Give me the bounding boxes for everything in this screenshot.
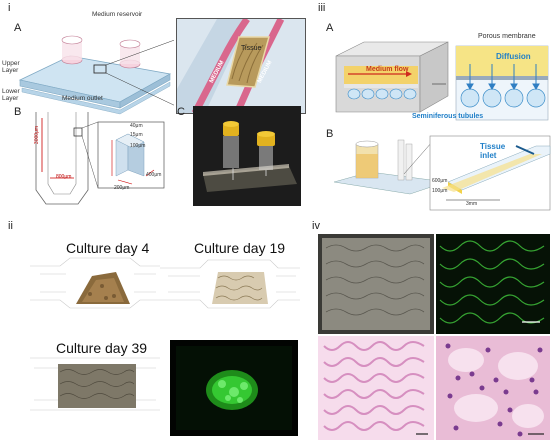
label-porous-membrane: Porous membrane xyxy=(478,33,536,40)
chip-schematic xyxy=(14,18,174,118)
section-label-iv: iv xyxy=(312,220,320,232)
diffusion-schematic xyxy=(334,38,550,122)
section-label-iii: iii xyxy=(318,2,326,14)
device-photo xyxy=(193,106,301,206)
he-low-magnification-image xyxy=(318,336,434,440)
brightfield-image xyxy=(318,234,434,334)
dim-length: 3000μm xyxy=(34,125,41,145)
dim-top: 40μm xyxy=(130,123,143,129)
label-medium-reservoir: Medium reservoir xyxy=(92,11,143,18)
dim-600um: 600μm xyxy=(432,178,448,184)
channel-dimensions-diagram xyxy=(20,112,170,208)
dim-mid: 15μm xyxy=(130,132,143,138)
panel-a-letter: A xyxy=(14,22,22,34)
culture-day-4-photo xyxy=(30,238,160,316)
dim-100um: 100μm xyxy=(432,188,448,194)
panel-c-letter: C xyxy=(177,106,185,118)
he-high-magnification-image xyxy=(436,336,550,440)
dim-depth: 200μm xyxy=(114,185,130,191)
section-label-i: i xyxy=(8,2,11,14)
panel-b-letter: B xyxy=(14,106,22,118)
dim-3mm: 3mm xyxy=(466,201,478,207)
caption-culture-day-4: Culture day 4 xyxy=(66,240,150,256)
caption-culture-day-19: Culture day 19 xyxy=(194,240,286,256)
iii-panel-b-letter: B xyxy=(326,128,334,140)
zoom-label-tissue: Tissue xyxy=(241,45,262,52)
zoom-inset: MEDIUM Tissue MEDIUM xyxy=(176,18,306,114)
label-diffusion: Diffusion xyxy=(496,52,531,61)
dim-bottom: 100μm xyxy=(130,143,146,149)
green-fluorescence-image xyxy=(436,234,550,334)
dim-side: 400μm xyxy=(146,172,162,178)
dim-width: 800μm xyxy=(56,174,72,180)
label-medium-outlet: Medium outlet xyxy=(62,95,103,102)
culture-day-19-photo xyxy=(160,238,300,316)
gfp-fluorescence-image xyxy=(170,340,298,436)
device-cross-section xyxy=(330,130,552,212)
label-tissue-inlet: Tissue inlet xyxy=(480,142,506,160)
label-upper-layer: Upper Layer xyxy=(2,60,20,74)
label-medium-flow: Medium flow xyxy=(366,66,409,73)
iii-panel-a-letter: A xyxy=(326,22,334,34)
culture-day-39-photo xyxy=(30,338,160,420)
label-lower-layer: Lower Layer xyxy=(2,88,20,102)
caption-culture-day-39: Culture day 39 xyxy=(56,340,148,356)
label-seminiferous-tubules: Seminiferous tubules xyxy=(412,113,484,120)
section-label-ii: ii xyxy=(8,220,13,232)
